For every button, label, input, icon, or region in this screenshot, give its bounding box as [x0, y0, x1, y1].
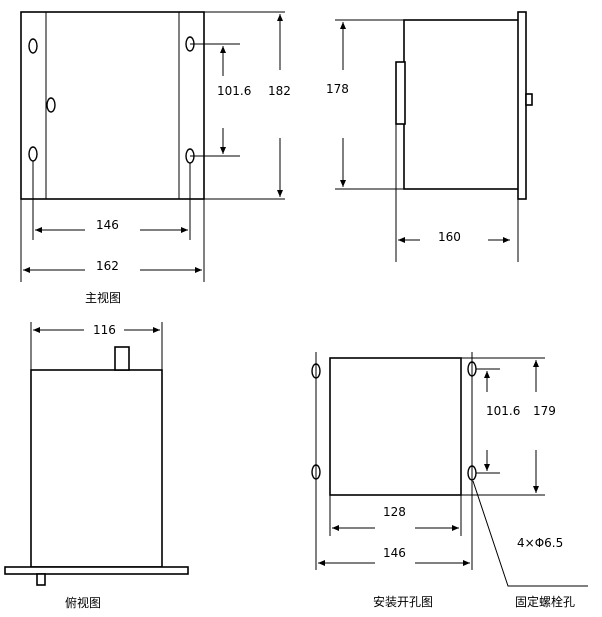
front-view-caption: 主视图	[85, 290, 121, 305]
front-hole-middle-left	[46, 97, 56, 113]
cutout-hole-spacing-label: 101.6	[486, 404, 520, 418]
top-view-rear-terminal	[36, 573, 46, 586]
top-view: 116 俯视图	[4, 322, 189, 610]
front-hole-spacing-label: 101.6	[217, 84, 251, 98]
front-hole-bottom-left	[28, 146, 38, 162]
cutout-view: 101.6 179 128 146 4×Φ6.5 固定螺栓孔 安装开孔图	[311, 352, 588, 609]
top-width-label: 116	[93, 323, 116, 337]
side-view: 178 160	[326, 11, 533, 262]
side-depth-label: 160	[438, 230, 461, 244]
top-view-front-knob	[114, 346, 130, 371]
bolt-hole-label: 固定螺栓孔	[515, 594, 575, 609]
front-view: 101.6 182 146 162 主视图	[20, 11, 291, 305]
front-outer-width-label: 162	[96, 259, 119, 273]
front-inner-width-label: 146	[96, 218, 119, 232]
cutout-hole-span-label: 146	[383, 546, 406, 560]
side-view-panel-flange	[517, 11, 527, 200]
cutout-width-label: 128	[383, 505, 406, 519]
side-view-rear-terminal	[395, 61, 406, 125]
front-height-label: 182	[268, 84, 291, 98]
front-hole-top-left	[28, 38, 38, 54]
cutout-opening	[329, 357, 462, 496]
cutout-view-caption: 安装开孔图	[373, 594, 433, 609]
side-view-front-knob	[525, 93, 533, 106]
top-view-caption: 俯视图	[65, 595, 101, 610]
top-view-panel-flange	[4, 566, 189, 575]
bolt-hole-leader-line	[472, 480, 588, 587]
top-view-body	[30, 369, 163, 568]
hole-spec-label: 4×Φ6.5	[517, 536, 563, 550]
cutout-height-label: 179	[533, 404, 556, 418]
side-height-label: 178	[326, 82, 349, 96]
side-view-body	[403, 19, 520, 190]
